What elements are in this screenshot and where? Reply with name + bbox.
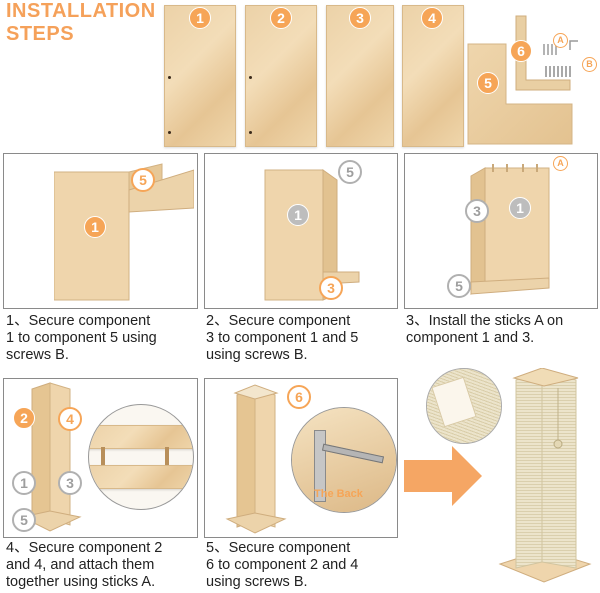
step-1-illustration [54,163,194,301]
step-4-component-5-badge: 5 [12,508,36,532]
part-board-1: 1 [164,5,236,147]
part-4-badge: 4 [421,7,443,29]
step-5-zoom-detail: The Back [291,407,397,513]
step-1-component-5-badge: 5 [131,168,155,192]
step-2-component-5-badge: 5 [338,160,362,184]
step-4-caption: 4、Secure component 2 and 4, and attach t… [6,540,163,590]
step-3-illustration [470,164,550,295]
title-line-1: INSTALLATION [6,0,156,22]
result-arrow-icon [404,446,482,506]
step-4-component-2-badge: 2 [13,407,35,429]
step-4-component-3-badge: 3 [58,471,82,495]
step-3-component-5-badge: 5 [447,274,471,298]
step-2-panel: 1 5 3 [204,153,398,309]
step-5-caption: 5、Secure component 6 to component 2 and … [206,540,359,590]
part-board-5 [467,43,573,145]
step-2-component-3-badge: 3 [319,276,343,300]
part-board-3: 3 [326,5,394,147]
title-line-2: STEPS [6,23,75,45]
step-4-zoom-detail [88,404,194,510]
part-6-badge: 6 [510,40,532,62]
step-1-panel: 1 5 [3,153,198,309]
part-2-badge: 2 [270,7,292,29]
part-5-badge: 5 [477,72,499,94]
step-5-panel: 6 The Back [204,378,398,538]
step-4-panel: 2 4 1 3 5 [3,378,198,538]
finished-post-zoom-detail [426,368,502,444]
step-3-component-3-badge: 3 [465,199,489,223]
step-5-component-6-badge: 6 [287,385,311,409]
part-board-6 [515,15,571,91]
part-board-2: 2 [245,5,317,147]
step-4-component-4-badge: 4 [58,407,82,431]
step-3-component-1-badge: 1 [509,197,531,219]
step-3-caption: 3、Install the sticks A on component 1 an… [406,313,564,346]
page-title: INSTALLATION STEPS [6,0,156,46]
part-board-4: 4 [402,5,464,147]
finished-scratching-post [498,368,592,583]
step-2-caption: 2、Secure component 3 to component 1 and … [206,313,359,363]
screws-b-icon [544,64,580,78]
step-1-component-1-badge: 1 [84,216,106,238]
step-3-panel: 1 3 5 A [404,153,598,309]
stick-a-badge: A [553,33,568,48]
step-2-component-1-badge: 1 [287,204,309,226]
step-4-component-1-badge: 1 [12,471,36,495]
step-3-stick-a-badge: A [553,156,568,171]
part-3-badge: 3 [349,7,371,29]
the-back-label: The Back [314,488,363,500]
part-1-badge: 1 [189,7,211,29]
screw-b-badge: B [582,57,597,72]
hex-key-icon [568,38,580,52]
step-5-illustration [225,384,287,534]
step-1-caption: 1、Secure component 1 to component 5 usin… [6,313,157,363]
sticks-a-icon [542,42,560,56]
